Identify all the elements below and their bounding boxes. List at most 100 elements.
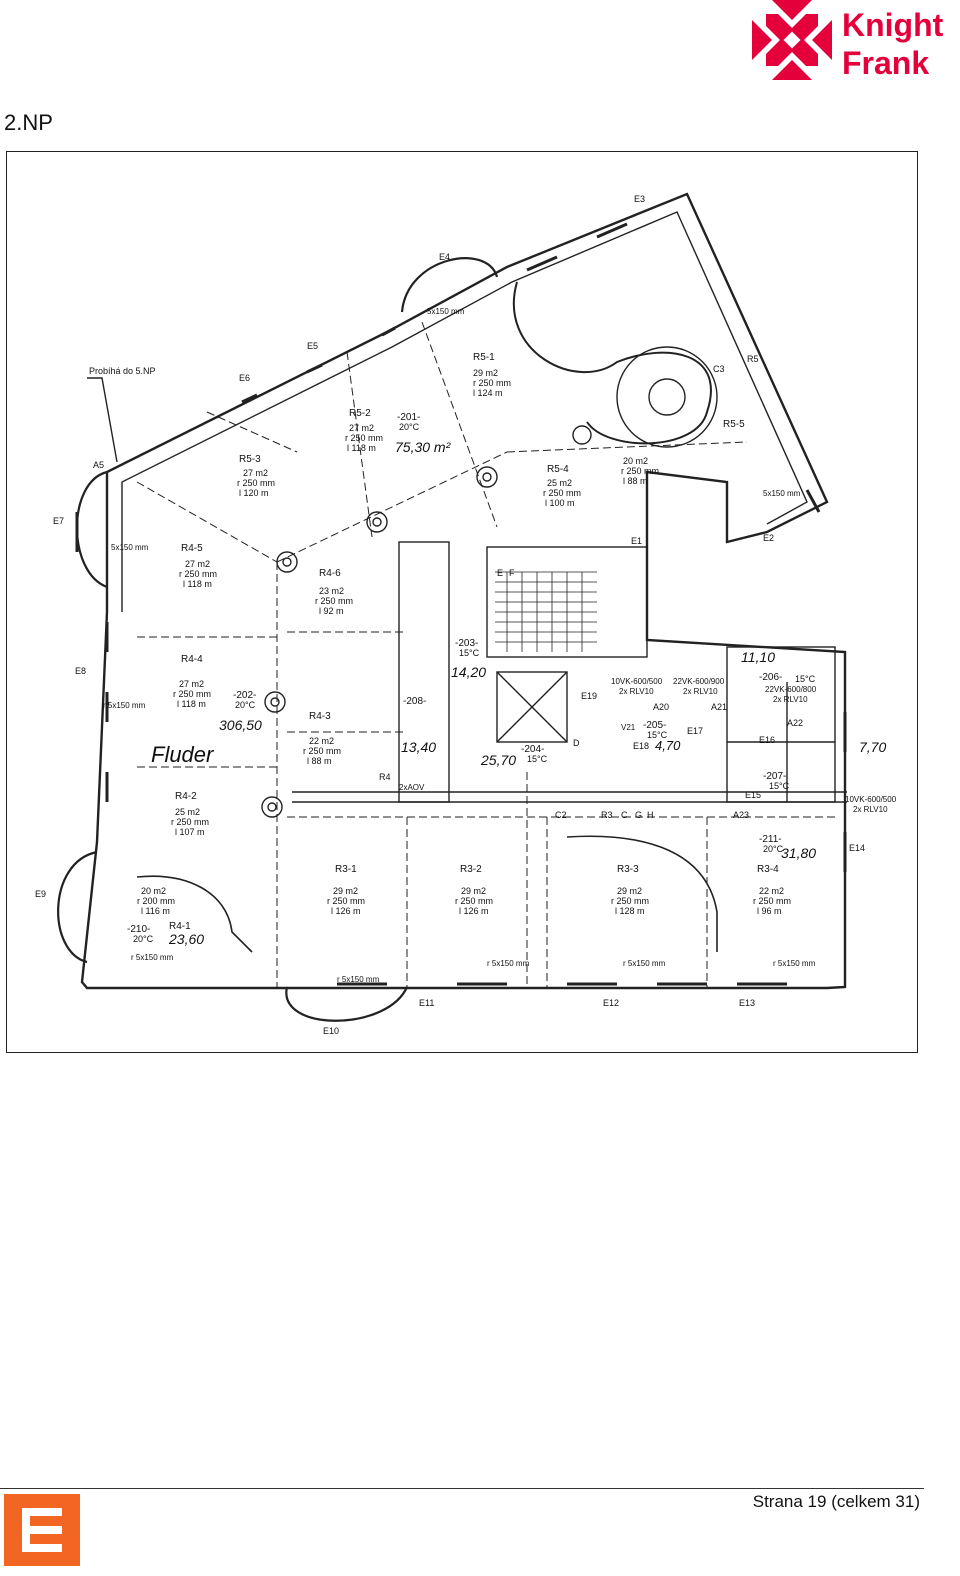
entrance-label: E2 — [763, 533, 774, 543]
room-radius: r 250 mm — [327, 896, 365, 906]
room-code: R3-4 — [757, 864, 779, 875]
marker-label: D — [573, 738, 580, 748]
zone-temp: 15°C — [795, 674, 816, 684]
room-code: R4-2 — [175, 791, 197, 802]
zone-211: -211- 20°C 31,80 — [759, 834, 816, 861]
room-radius: r 250 mm — [611, 896, 649, 906]
marker-label: A23 — [733, 810, 749, 820]
floor-plan-frame: Probíhá do 5.NP E3 E4 E5 E6 E7 E8 E9 E10… — [6, 151, 918, 1053]
room-R4-4: R4-4 27 m2 r 250 mm l 118 m — [173, 654, 211, 709]
room-code: R4-5 — [181, 543, 203, 554]
marker-label: R4 — [379, 772, 391, 782]
room-length: l 118 m — [347, 443, 376, 453]
marker-label: A22 — [787, 718, 803, 728]
room-R5-5: R5-5 20 m2 r 250 mm l 88 m — [621, 419, 745, 486]
room-code: R3-1 — [335, 864, 357, 875]
room-radius: r 250 mm — [753, 896, 791, 906]
zone-code: -204- — [521, 744, 544, 755]
zone-207: -207- 15°C 7,70 — [763, 739, 886, 791]
entrance-label: E1 — [631, 536, 642, 546]
entrance-label: E4 — [439, 252, 450, 262]
room-R5-2: R5-2 27 m2 r 250 mm l 118 m — [345, 408, 383, 453]
zone-203: -203- 15°C 14,20 — [451, 638, 486, 680]
zone-temp: 15°C — [459, 648, 480, 658]
room-length: l 124 m — [473, 388, 503, 398]
room-code: R5-2 — [349, 408, 371, 419]
room-area: 23 m2 — [319, 586, 344, 596]
entrance-label: E3 — [634, 194, 645, 204]
dimension-label: r 5x150 mm — [131, 953, 174, 962]
zone-210: -210- 20°C 23,60 — [127, 924, 204, 947]
entrance-label: E15 — [745, 790, 761, 800]
zone-handwritten: 14,20 — [451, 664, 486, 680]
room-R3-3: R3-3 29 m2 r 250 mm l 128 m — [611, 864, 649, 916]
room-radius: r 250 mm — [345, 433, 383, 443]
entrance-label: E5 — [307, 341, 318, 351]
room-R5-1: R5-1 29 m2 r 250 mm l 124 m — [473, 352, 511, 398]
room-length: l 88 m — [623, 476, 648, 486]
entrance-label: E13 — [739, 998, 755, 1008]
room-length: l 118 m — [177, 699, 206, 709]
room-length: l 128 m — [615, 906, 645, 916]
entrance-label: E19 — [581, 691, 597, 701]
entrance-label: E12 — [603, 998, 619, 1008]
room-radius: r 250 mm — [455, 896, 493, 906]
room-code: R3-2 — [460, 864, 482, 875]
marker-label: R3 — [601, 810, 613, 820]
dimension-label: r 5x150 mm — [773, 959, 816, 968]
zone-code: -201- — [397, 412, 420, 423]
room-area: 29 m2 — [473, 368, 498, 378]
room-R3-4: R3-4 22 m2 r 250 mm l 96 m — [753, 864, 791, 916]
unit-label: 2x RLV10 — [853, 805, 888, 814]
room-area: 25 m2 — [175, 807, 200, 817]
zone-205: -205- 15°C 4,70 — [643, 720, 681, 753]
room-code: R4-6 — [319, 568, 341, 579]
dimension-label: r 5x150 mm — [623, 959, 666, 968]
marker-label: F — [509, 568, 515, 578]
marker-label: A5 — [93, 460, 104, 470]
unit-label: 22VK-600/800 — [765, 685, 817, 694]
room-area: 20 m2 — [623, 456, 648, 466]
room-area: 29 m2 — [333, 886, 358, 896]
floor-plan-drawing: Probíhá do 5.NP E3 E4 E5 E6 E7 E8 E9 E10… — [35, 192, 897, 1036]
zone-handwritten: 23,60 — [168, 931, 204, 947]
entrance-label: E17 — [687, 726, 703, 736]
room-radius: r 250 mm — [173, 689, 211, 699]
room-area: 29 m2 — [461, 886, 486, 896]
dimension-label: r 5x150 mm — [487, 959, 530, 968]
unit-label: 2x RLV10 — [683, 687, 718, 696]
room-area: 25 m2 — [547, 478, 572, 488]
room-area: 27 m2 — [349, 423, 374, 433]
unit-label: 2x RLV10 — [773, 695, 808, 704]
zone-code: -207- — [763, 771, 786, 782]
zone-temp: 15°C — [647, 730, 668, 740]
room-R4-5: R4-5 27 m2 r 250 mm l 118 m — [179, 543, 217, 589]
dimension-label: 5x150 mm — [763, 489, 801, 498]
marker-label: A20 — [653, 702, 669, 712]
room-area: 27 m2 — [185, 559, 210, 569]
room-radius: r 250 mm — [621, 466, 659, 476]
room-radius: r 250 mm — [171, 817, 209, 827]
zone-code: -203- — [455, 638, 478, 649]
room-R4-6: R4-6 23 m2 r 250 mm l 92 m — [315, 568, 353, 616]
zone-temp: 15°C — [527, 754, 548, 764]
entrance-label: E18 — [633, 741, 649, 751]
zone-208: -208- 13,40 — [401, 696, 436, 755]
marker-label: C — [621, 810, 628, 820]
zone-206: -206- 15°C 11,10 — [741, 649, 816, 684]
room-length: l 107 m — [175, 827, 205, 837]
dimension-label: 5x150 mm — [427, 307, 465, 316]
room-code: R5-1 — [473, 352, 495, 363]
room-length: l 120 m — [239, 488, 269, 498]
page-number: Strana 19 (celkem 31) — [752, 1492, 920, 1511]
room-radius: r 250 mm — [237, 478, 275, 488]
entrance-label: E11 — [419, 998, 434, 1008]
logo-text-line2: Frank — [842, 45, 929, 81]
room-R3-1: R3-1 29 m2 r 250 mm l 126 m — [327, 864, 365, 916]
knight-frank-logo: Knight Frank — [752, 0, 960, 82]
zone-code: -211- — [759, 834, 782, 845]
room-R5-3: R5-3 27 m2 r 250 mm l 120 m — [237, 454, 275, 498]
zone-code: -210- — [127, 924, 150, 935]
entrance-label: E7 — [53, 516, 64, 526]
zone-code: -208- — [403, 696, 426, 707]
